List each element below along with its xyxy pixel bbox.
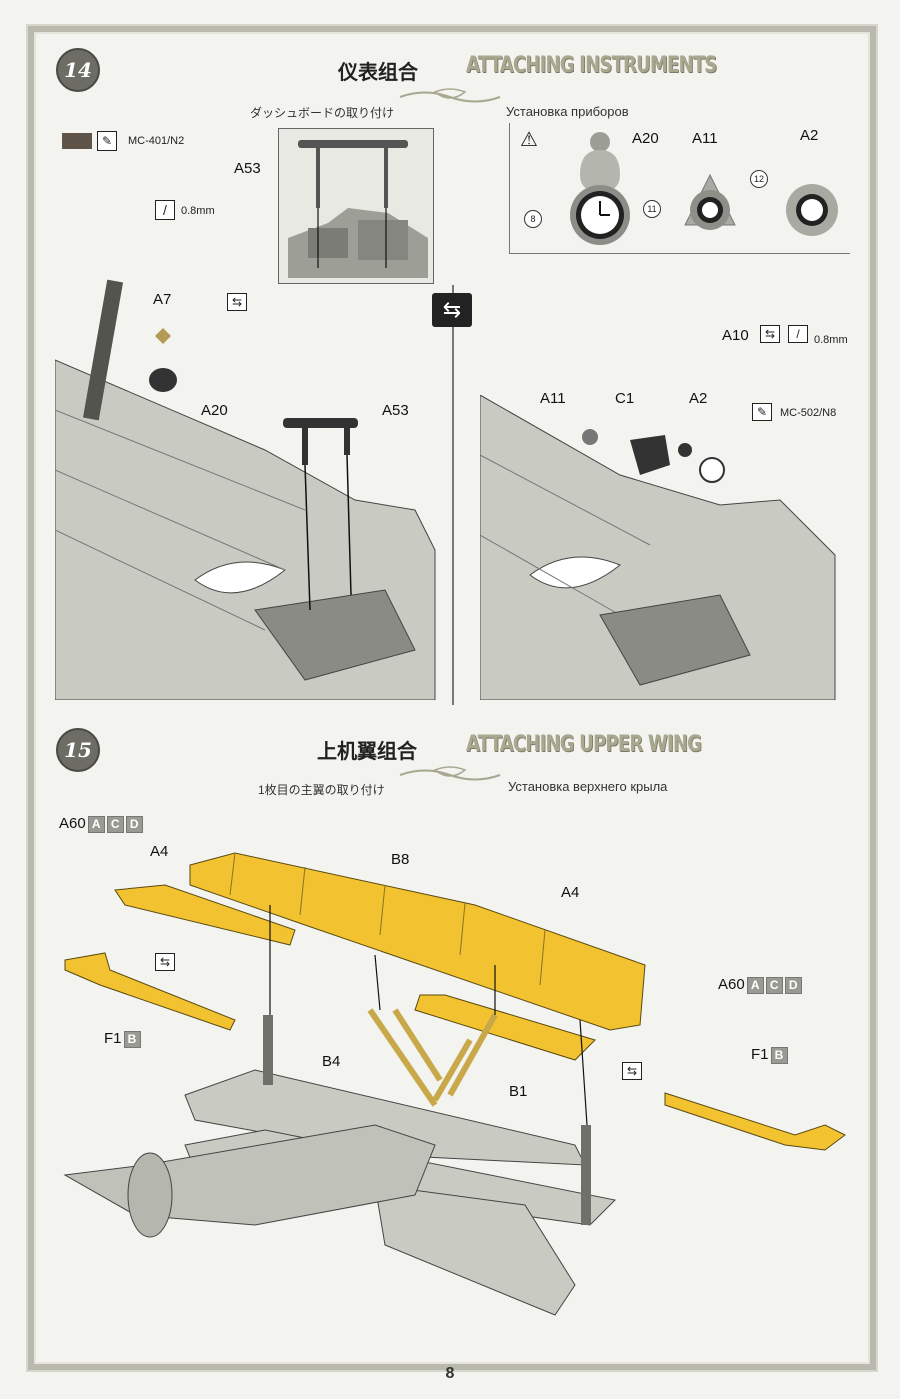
decal-11-number: 11 bbox=[647, 204, 657, 214]
right-paint-code-label: MC-502/N8 bbox=[780, 407, 837, 419]
right-wire-icon: / bbox=[788, 325, 808, 343]
step-14-left-drawing bbox=[55, 279, 436, 700]
ref-a2-label: A2 bbox=[800, 127, 819, 144]
page-frame bbox=[28, 26, 876, 1370]
f1-right-code: F1 bbox=[751, 1046, 769, 1063]
step-14-title-en: ATTACHING INSTRUMENTS bbox=[466, 53, 717, 78]
step-14-flourish bbox=[399, 88, 501, 103]
right-a10-label: A10 bbox=[722, 327, 749, 344]
left-mirror-icon: ⇆ bbox=[227, 293, 247, 311]
a2-gauge-drawing bbox=[786, 184, 838, 236]
paint-code-label: MC-401/N2 bbox=[128, 135, 185, 147]
step-15-title-en: ATTACHING UPPER WING bbox=[466, 732, 702, 757]
right-a11-label: A11 bbox=[540, 390, 566, 407]
right-wire-size-label: 0.8mm bbox=[814, 334, 848, 346]
step-14-right-drawing bbox=[480, 395, 836, 700]
left-a20-label: A20 bbox=[201, 402, 228, 419]
inset-a53-label: A53 bbox=[234, 160, 261, 177]
variant-a-right: A bbox=[746, 977, 764, 994]
left-a7-label: A7 bbox=[153, 291, 172, 308]
variant-b-right: B bbox=[770, 1047, 788, 1064]
reference-box bbox=[509, 123, 850, 254]
step-14-number: 14 bbox=[64, 58, 92, 82]
step-15-subtitle-ru: Установка верхнего крыла bbox=[508, 779, 668, 794]
page-number: 8 bbox=[445, 1365, 455, 1382]
a20-gauge-drawing bbox=[570, 132, 630, 245]
step-15-drawing bbox=[63, 852, 846, 1316]
step-15-flourish bbox=[399, 766, 501, 781]
paint-swatch bbox=[62, 133, 92, 149]
label-b1: B1 bbox=[509, 1083, 528, 1100]
step-15-number: 15 bbox=[64, 738, 92, 762]
left-a53-label: A53 bbox=[382, 402, 409, 419]
step-14-subtitle-jp: ダッシュボードの取り付け bbox=[250, 106, 395, 120]
a60-right-code: A60 bbox=[718, 976, 745, 993]
wire-size-label: 0.8mm bbox=[181, 205, 215, 217]
step-14-divider bbox=[452, 285, 454, 705]
variant-d-left: D bbox=[125, 816, 143, 833]
variant-d-right: D bbox=[784, 977, 802, 994]
variant-c-left: C bbox=[106, 816, 124, 833]
decal-12-number: 12 bbox=[753, 174, 764, 184]
warning-icon: ⚠ bbox=[520, 129, 538, 151]
ref-a11-label: A11 bbox=[692, 130, 718, 147]
inset-a53-drawing bbox=[288, 140, 428, 278]
decal-11-badge: 11 bbox=[643, 200, 661, 218]
decal-12-badge: 12 bbox=[750, 170, 768, 188]
variant-b-left: B bbox=[123, 1031, 141, 1048]
decal-8-number: 8 bbox=[530, 214, 536, 224]
f1-left-code: F1 bbox=[104, 1030, 122, 1047]
variant-c-right: C bbox=[765, 977, 783, 994]
mirror-part-icon: ⇆ bbox=[432, 293, 472, 327]
label-b4: B4 bbox=[322, 1053, 341, 1070]
step-15-badge: 15 bbox=[56, 728, 100, 772]
wire-icon: / bbox=[155, 200, 175, 220]
a60-left-code: A60 bbox=[59, 815, 86, 832]
step-15-title-cn: 上机翼组合 bbox=[317, 739, 417, 763]
label-b8: B8 bbox=[391, 851, 410, 868]
right-mirror-icon: ⇆ bbox=[760, 325, 780, 343]
step15-mirror-icon-right: ⇆ bbox=[622, 1062, 642, 1080]
label-a4-right: A4 bbox=[561, 884, 580, 901]
ref-a20-label: A20 bbox=[632, 130, 659, 147]
step-14-title-cn: 仪表组合 bbox=[338, 60, 418, 84]
step-15-subtitle-jp: 1枚目の主翼の取り付け bbox=[258, 783, 385, 797]
right-a2-label: A2 bbox=[689, 390, 708, 407]
step-14-badge: 14 bbox=[56, 48, 100, 92]
label-a4-left: A4 bbox=[150, 843, 169, 860]
a11-gauge-drawing bbox=[684, 173, 736, 230]
decal-8-badge: 8 bbox=[524, 210, 542, 228]
step-14-subtitle-ru: Установка приборов bbox=[506, 104, 629, 119]
right-c1-label: C1 bbox=[615, 390, 635, 407]
right-brush-icon: ✎ bbox=[752, 403, 772, 421]
variant-a-left: A bbox=[87, 816, 105, 833]
paint-brush-icon: ✎ bbox=[97, 131, 117, 151]
step15-mirror-icon-left: ⇆ bbox=[155, 953, 175, 971]
